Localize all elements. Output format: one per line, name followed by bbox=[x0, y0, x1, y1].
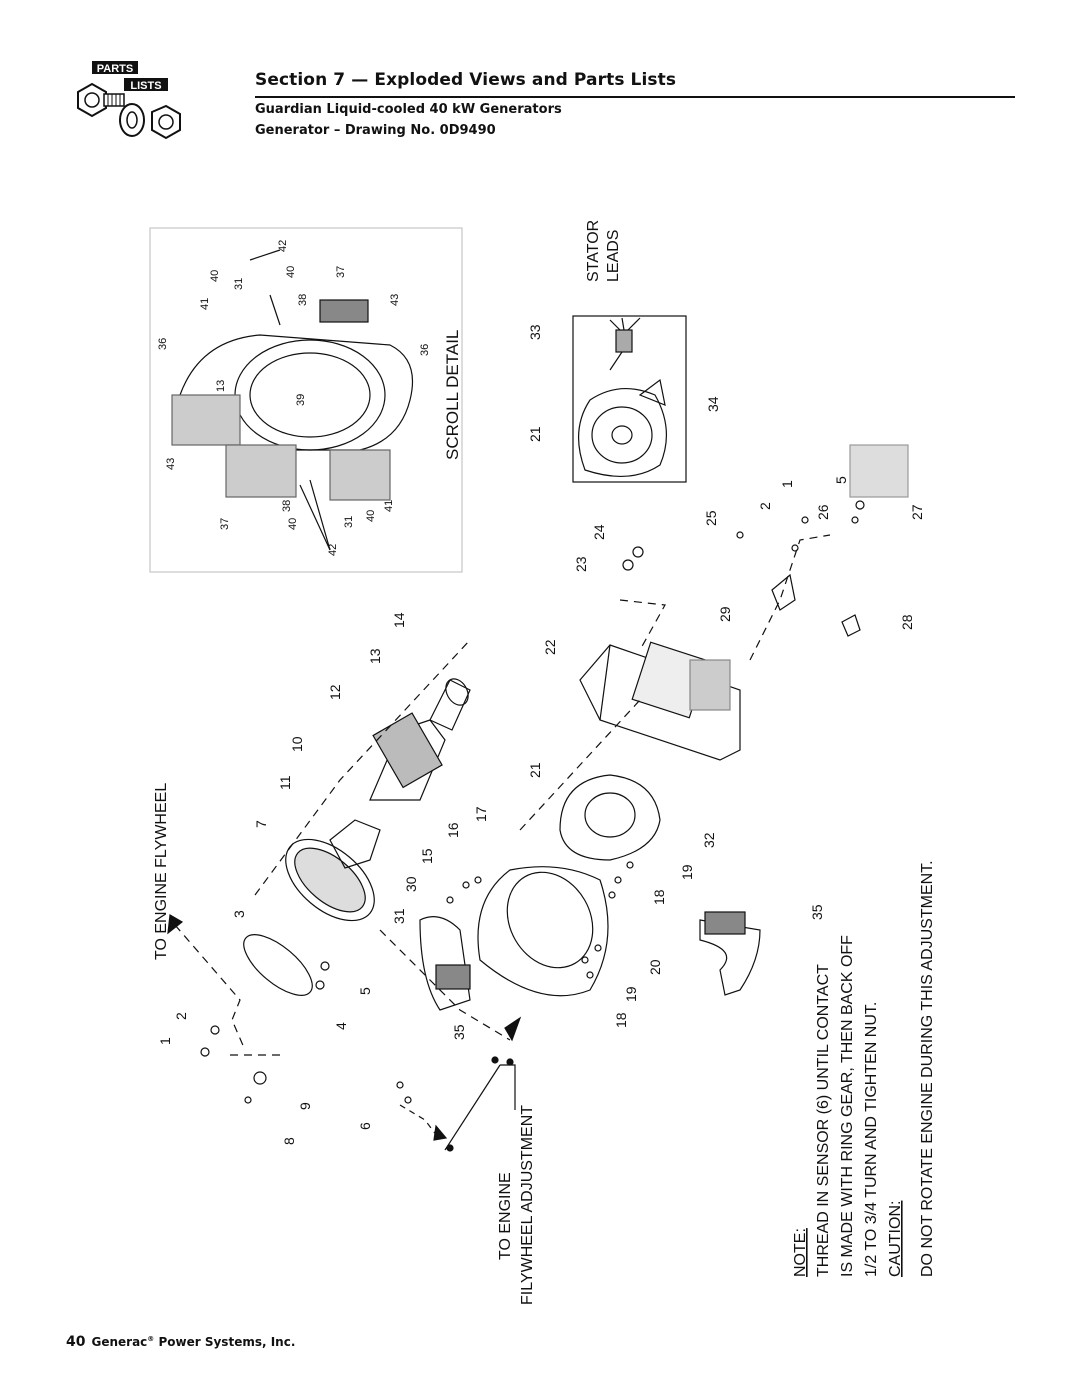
part-number: 43 bbox=[165, 458, 177, 470]
part-number: 7 bbox=[253, 820, 269, 828]
section-title: Section 7 — Exploded Views and Parts Lis… bbox=[255, 70, 677, 90]
part-number: 13 bbox=[367, 648, 383, 664]
part-number: 39 bbox=[295, 394, 307, 406]
subtitle-model: Guardian Liquid-cooled 40 kW Generators bbox=[255, 102, 562, 117]
part-number: 9 bbox=[297, 1102, 313, 1110]
label-stator: STATOR bbox=[585, 220, 602, 282]
part-number: 29 bbox=[717, 606, 733, 622]
svg-text:PARTS: PARTS bbox=[97, 63, 133, 75]
part-number: 1 bbox=[157, 1037, 173, 1045]
part-number: 36 bbox=[419, 344, 431, 356]
part-number: 37 bbox=[335, 266, 347, 278]
part-number-labels: 1 2 3 4 5 6 7 8 9 10 11 12 13 14 15 16 1… bbox=[157, 324, 925, 1145]
part-number: 15 bbox=[419, 848, 435, 864]
caution-line-1: DO NOT ROTATE ENGINE DURING THIS ADJUSTM… bbox=[919, 860, 936, 1277]
part-number: 40 bbox=[365, 510, 377, 522]
part-number: 43 bbox=[389, 294, 401, 306]
part-number: 40 bbox=[209, 270, 221, 282]
registered-mark: ® bbox=[147, 1335, 155, 1343]
part-number: 19 bbox=[623, 986, 639, 1002]
part-number: 28 bbox=[899, 614, 915, 630]
scroll-detail-frame bbox=[149, 227, 463, 573]
part-number: 36 bbox=[157, 338, 169, 350]
part-number: 42 bbox=[277, 240, 289, 252]
part-number: 4 bbox=[333, 1022, 349, 1030]
part-number: 5 bbox=[833, 476, 849, 484]
company-suffix: Power Systems, Inc. bbox=[158, 1335, 296, 1349]
header-rule bbox=[255, 96, 1015, 98]
part-number: 6 bbox=[357, 1122, 373, 1130]
company-name: Generac bbox=[91, 1335, 148, 1349]
part-number: 2 bbox=[757, 502, 773, 510]
scroll-detail-number-labels: 36 36 37 37 38 38 39 40 40 40 40 41 41 3… bbox=[157, 240, 431, 556]
part-number: 10 bbox=[289, 736, 305, 752]
part-number: 33 bbox=[527, 324, 543, 340]
part-number: 22 bbox=[542, 639, 558, 655]
part-number: 42 bbox=[327, 544, 339, 556]
part-number: 31 bbox=[233, 278, 245, 290]
part-number: 38 bbox=[281, 500, 293, 512]
part-number: 19 bbox=[679, 864, 695, 880]
part-27-art bbox=[849, 444, 909, 498]
label-scroll-detail: SCROLL DETAIL bbox=[443, 330, 462, 460]
part-number: 26 bbox=[815, 504, 831, 520]
note-line-2: IS MADE WITH RING GEAR, THEN BACK OFF bbox=[839, 935, 856, 1277]
footer: 40 Generac® Power Systems, Inc. bbox=[66, 1334, 295, 1350]
part-number: 18 bbox=[613, 1012, 629, 1028]
part-number: 31 bbox=[343, 516, 355, 528]
part-number: 35 bbox=[451, 1024, 467, 1040]
part-number: 12 bbox=[327, 684, 343, 700]
part-number: 27 bbox=[909, 504, 925, 520]
part-number: 37 bbox=[219, 518, 231, 530]
stator-detail-art bbox=[577, 317, 668, 478]
part-number: 41 bbox=[383, 500, 395, 512]
part-number: 14 bbox=[391, 612, 407, 628]
note-line-3: 1/2 TO 3/4 TURN AND TIGHTEN NUT. bbox=[863, 1002, 880, 1277]
part-number: 18 bbox=[651, 889, 667, 905]
part-number: 23 bbox=[573, 556, 589, 572]
part-number: 13 bbox=[215, 380, 227, 392]
part-number: 16 bbox=[445, 822, 461, 838]
part-number: 40 bbox=[285, 266, 297, 278]
part-number: 41 bbox=[199, 298, 211, 310]
part-number: 31 bbox=[391, 908, 407, 924]
label-to-engine-flywheel: TO ENGINE FLYWHEEL bbox=[153, 783, 170, 960]
part-number: 21 bbox=[527, 426, 543, 442]
stator-detail-frame bbox=[572, 315, 687, 483]
parts-lists-icon: PARTS LISTS bbox=[77, 61, 181, 140]
part-number: 11 bbox=[277, 775, 293, 790]
part-number: 35 bbox=[809, 904, 825, 920]
part-number: 5 bbox=[357, 987, 373, 995]
subtitle-drawing: Generator – Drawing No. 0D9490 bbox=[255, 123, 496, 138]
part-number: 24 bbox=[591, 524, 607, 540]
part-number: 2 bbox=[173, 1012, 189, 1020]
part-number: 3 bbox=[231, 910, 247, 918]
part-number: 21 bbox=[527, 762, 543, 778]
label-to-engine: TO ENGINE bbox=[497, 1172, 514, 1260]
part-number: 34 bbox=[705, 396, 721, 412]
part-number: 40 bbox=[287, 518, 299, 530]
part-number: 25 bbox=[703, 510, 719, 526]
label-leads: LEADS bbox=[605, 230, 622, 282]
note-heading: NOTE: bbox=[792, 1228, 809, 1277]
part-number: 30 bbox=[403, 876, 419, 892]
part-number: 1 bbox=[779, 480, 795, 488]
svg-text:LISTS: LISTS bbox=[130, 80, 161, 92]
scroll-detail-art bbox=[171, 249, 414, 551]
part-number: 8 bbox=[281, 1137, 297, 1145]
part-number: 17 bbox=[473, 806, 489, 822]
part-number: 32 bbox=[701, 832, 717, 848]
label-flywheel-adjustment: FILYWHEEL ADJUSTMENT bbox=[519, 1105, 536, 1305]
page-number: 40 bbox=[66, 1334, 86, 1350]
caution-heading: CAUTION: bbox=[887, 1201, 904, 1277]
part-number: 20 bbox=[647, 959, 663, 975]
note-line-1: THREAD IN SENSOR (6) UNTIL CONTACT bbox=[815, 964, 832, 1277]
part-number: 38 bbox=[297, 294, 309, 306]
main-assembly-art bbox=[167, 500, 865, 1152]
